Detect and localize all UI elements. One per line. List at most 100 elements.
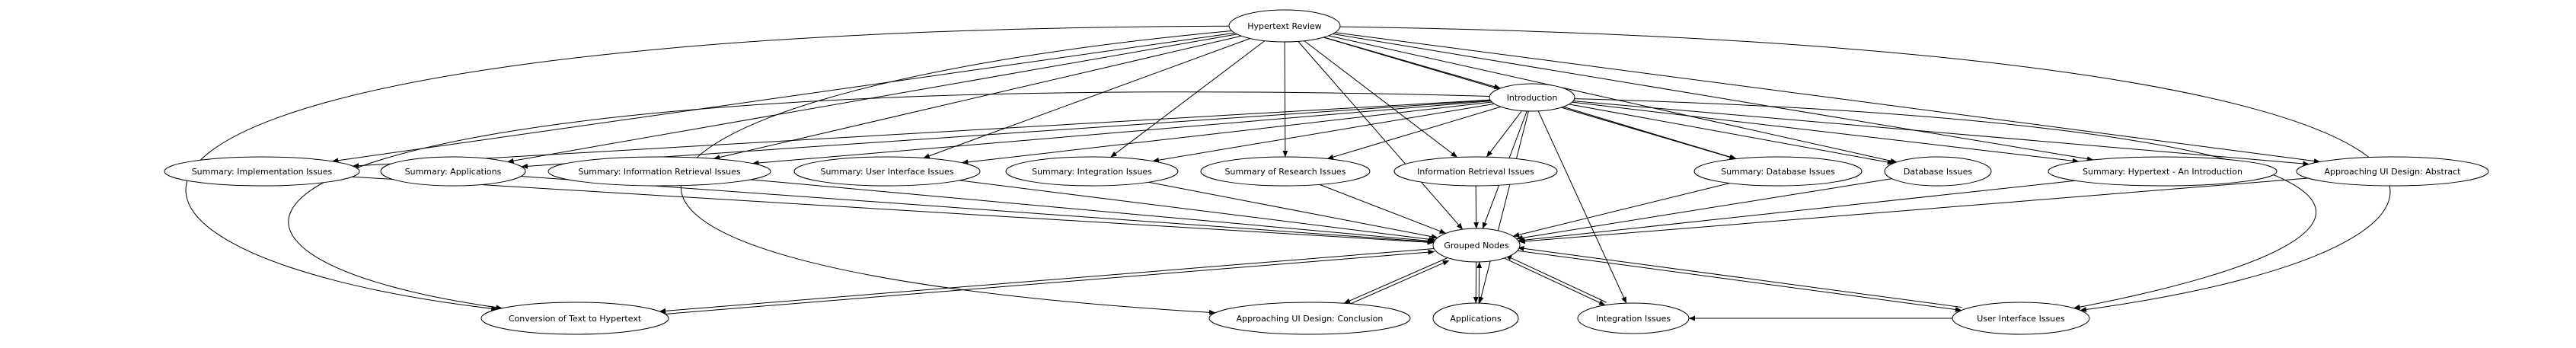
node-label-sum_ui: Summary: User Interface Issues — [820, 167, 953, 177]
node-sum_impl[interactable]: Summary: Implementation Issues — [164, 156, 360, 187]
node-ellipse-sum_ir[interactable] — [547, 156, 771, 187]
edge-introduction-to-db_issues — [1569, 104, 1894, 165]
edge-introduction-to-sum_int — [1152, 103, 1495, 163]
node-label-sum_app: Summary: Applications — [405, 167, 502, 177]
node-ellipse-introduction[interactable] — [1489, 83, 1575, 112]
node-sum_int[interactable]: Summary: Integration Issues — [1005, 156, 1179, 187]
edge-sum_app-to-grouped — [521, 175, 1435, 244]
node-sum_res[interactable]: Summary of Research Issues — [1200, 156, 1371, 187]
node-label-ui_issues: User Interface Issues — [1977, 314, 2065, 324]
edge-hypertext_review-to-ir_issues — [1304, 40, 1458, 158]
node-label-ir_issues: Information Retrieval Issues — [1417, 167, 1534, 177]
node-grouped[interactable]: Grouped Nodes — [1432, 228, 1521, 263]
node-label-introduction: Introduction — [1507, 93, 1558, 103]
edge-sum_ui-to-grouped — [959, 180, 1436, 242]
edge-grouped-to-ui_issues — [1517, 250, 1962, 312]
edge-ui_issues-to-grouped — [1517, 245, 1962, 308]
node-ellipse-app_conc[interactable] — [1208, 302, 1411, 335]
node-ellipse-sum_res[interactable] — [1200, 156, 1371, 187]
edges-layer — [185, 25, 2391, 321]
node-ellipse-ir_issues[interactable] — [1393, 156, 1558, 187]
edge-hypertext_review-to-sum_ir — [713, 35, 1242, 160]
edge-introduction-to-sum_hyp — [1572, 101, 2080, 164]
node-label-app_conc: Approaching UI Design: Conclusion — [1237, 314, 1384, 324]
edge-hypertext_review-to-db_issues — [1328, 35, 1898, 164]
edge-app_abs-to-grouped — [1518, 177, 2308, 244]
node-label-conversion: Conversion of Text to Hypertext — [509, 314, 642, 324]
node-label-grouped: Grouped Nodes — [1444, 241, 1508, 251]
node-label-sum_db: Summary: Database Issues — [1721, 167, 1835, 177]
node-ellipse-sum_db[interactable] — [1693, 156, 1863, 187]
edge-sum_ir-to-grouped — [750, 179, 1435, 244]
edge-sum_db-to-grouped — [1512, 183, 1730, 238]
node-ellipse-conversion[interactable] — [480, 302, 669, 335]
node-int_issues[interactable]: Integration Issues — [1577, 302, 1690, 334]
node-conversion[interactable]: Conversion of Text to Hypertext — [480, 302, 669, 335]
edge-introduction-to-app_abs — [1573, 101, 2309, 167]
edge-sum_res-to-grouped — [1319, 184, 1447, 234]
edge-sum_int-to-grouped — [1148, 181, 1438, 240]
node-sum_db[interactable]: Summary: Database Issues — [1693, 156, 1863, 187]
node-ellipse-grouped[interactable] — [1432, 228, 1521, 263]
edge-app_conc-to-grouped — [1345, 260, 1450, 307]
node-sum_app[interactable]: Summary: Applications — [380, 156, 526, 187]
node-label-sum_int: Summary: Integration Issues — [1032, 167, 1152, 177]
edge-hypertext_review-to-sum_hyp — [1333, 33, 2094, 161]
edge-hypertext_review-to-grouped — [1298, 41, 1464, 230]
node-ellipse-sum_ui[interactable] — [793, 156, 981, 187]
node-applications[interactable]: Applications — [1432, 302, 1519, 334]
edge-introduction-to-ir_issues — [1486, 110, 1523, 158]
node-ui_issues[interactable]: User Interface Issues — [1952, 302, 2090, 335]
node-label-sum_hyp: Summary: Hypertext - An Introduction — [2083, 167, 2242, 177]
edge-introduction-to-sum_ui — [961, 101, 1492, 165]
node-label-sum_impl: Summary: Implementation Issues — [192, 167, 333, 177]
node-ellipse-int_issues[interactable] — [1577, 302, 1690, 334]
edge-introduction-to-ui_issues — [1574, 98, 2316, 310]
node-sum_ir[interactable]: Summary: Information Retrieval Issues — [547, 156, 771, 187]
edge-introduction-to-int_issues — [1537, 110, 1627, 304]
node-label-app_abs: Approaching UI Design: Abstract — [2325, 167, 2462, 177]
node-app_conc[interactable]: Approaching UI Design: Conclusion — [1208, 302, 1411, 335]
edge-sum_hyp-to-grouped — [1518, 180, 2076, 243]
node-sum_hyp[interactable]: Summary: Hypertext - An Introduction — [2048, 156, 2278, 187]
edge-hypertext_review-to-sum_ui — [923, 38, 1251, 158]
node-ellipse-db_issues[interactable] — [1884, 156, 1992, 187]
node-ellipse-sum_int[interactable] — [1005, 156, 1179, 187]
node-app_abs[interactable]: Approaching UI Design: Abstract — [2296, 156, 2489, 187]
node-ellipse-sum_impl[interactable] — [164, 156, 360, 187]
node-ellipse-app_abs[interactable] — [2296, 156, 2489, 187]
node-label-applications: Applications — [1450, 314, 1501, 324]
edge-db_issues-to-grouped — [1516, 178, 1892, 241]
edge-hypertext_review-to-ui_issues — [1339, 26, 2391, 312]
edge-hypertext_review-to-app_abs — [1335, 32, 2321, 164]
edge-hypertext_review-to-conversion — [185, 25, 1230, 311]
edge-introduction-to-sum_app — [521, 100, 1491, 169]
node-sum_ui[interactable]: Summary: User Interface Issues — [793, 156, 981, 187]
edge-hypertext_review-to-sum_impl — [331, 32, 1235, 164]
node-hypertext_review[interactable]: Hypertext Review — [1228, 9, 1341, 43]
edge-grouped-to-app_conc — [1343, 257, 1448, 304]
node-label-sum_res: Summary of Research Issues — [1225, 167, 1346, 177]
node-introduction[interactable]: Introduction — [1489, 83, 1575, 112]
edge-introduction-to-sum_impl — [352, 99, 1490, 169]
node-ellipse-applications[interactable] — [1432, 302, 1519, 334]
edge-introduction-to-sum_db — [1563, 106, 1737, 160]
edge-introduction-to-sum_ir — [752, 101, 1491, 166]
edge-applications-to-grouped — [1476, 261, 1483, 304]
edge-introduction-to-sum_res — [1326, 106, 1502, 160]
node-ellipse-sum_hyp[interactable] — [2048, 156, 2278, 187]
edge-int_issues-to-grouped — [1505, 254, 1607, 303]
node-ir_issues[interactable]: Information Retrieval Issues — [1393, 156, 1558, 187]
edge-grouped-to-int_issues — [1504, 257, 1606, 306]
node-db_issues[interactable]: Database Issues — [1884, 156, 1992, 187]
node-label-hypertext_review: Hypertext Review — [1247, 21, 1322, 31]
edge-sum_impl-to-grouped — [352, 176, 1435, 245]
node-ellipse-sum_app[interactable] — [380, 156, 526, 187]
edge-hypertext_review-to-sum_int — [1110, 40, 1266, 158]
node-label-db_issues: Database Issues — [1904, 167, 1972, 177]
node-ellipse-hypertext_review[interactable] — [1228, 9, 1341, 43]
node-ellipse-ui_issues[interactable] — [1952, 302, 2090, 335]
edge-conversion-to-grouped — [659, 249, 1435, 315]
